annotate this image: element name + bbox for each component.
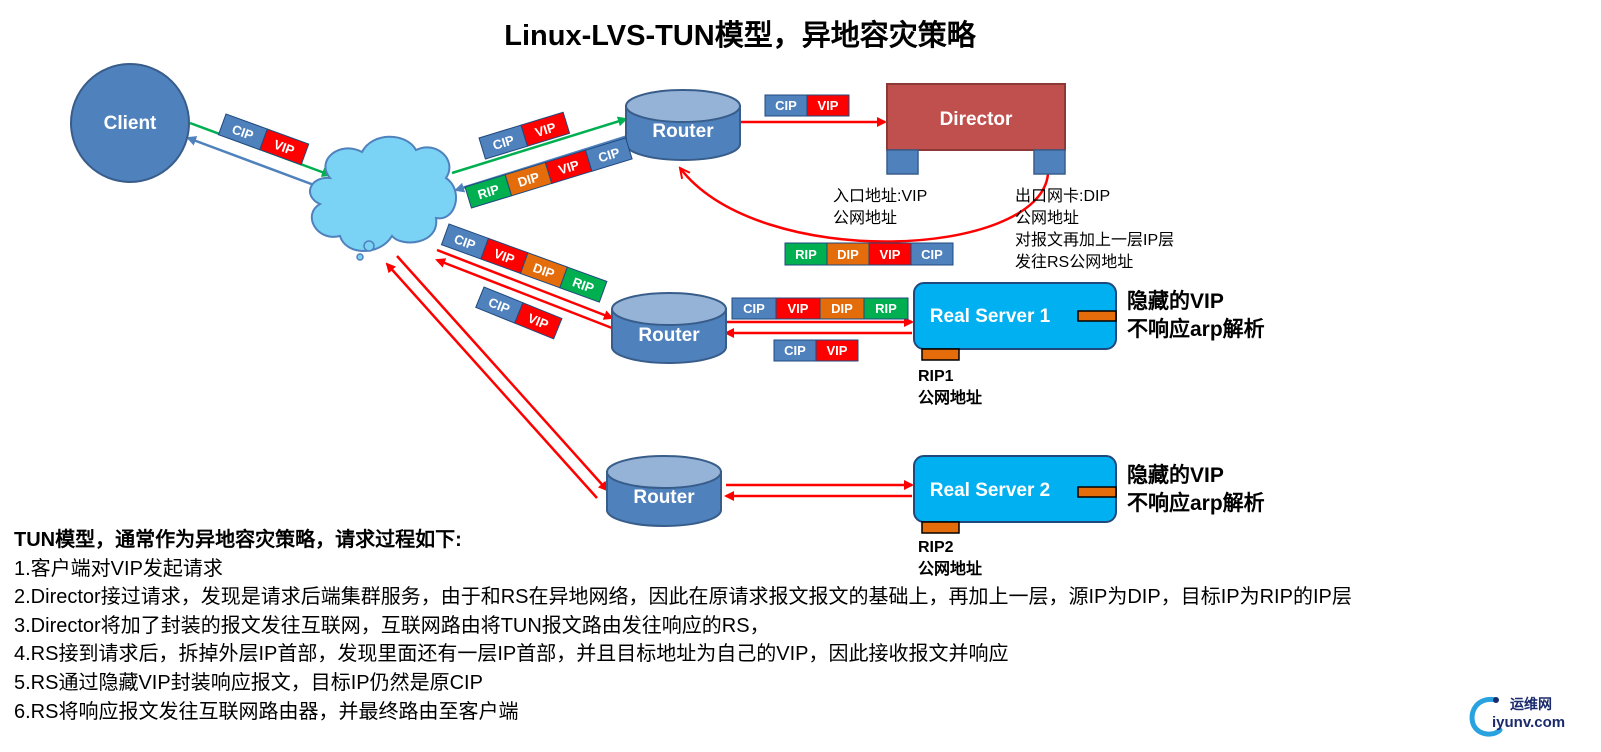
internet-cloud: [308, 135, 457, 261]
svg-text:CIP: CIP: [784, 343, 806, 358]
rip1-line2: 公网地址: [918, 390, 983, 407]
svg-text:VIP: VIP: [818, 98, 839, 113]
svg-text:VIP: VIP: [557, 157, 582, 178]
step-3: 3.Director将加了封装的报文发往互联网，互联网路由将TUN报文路由发往响…: [14, 614, 770, 637]
rs2-router-to-internet-arrow: [385, 262, 598, 499]
svg-text:DIP: DIP: [831, 301, 853, 316]
packet-router1-to-rs1: CIP VIP DIP RIP: [731, 297, 909, 320]
director-out-note-line2: 公网地址: [1015, 210, 1080, 227]
svg-text:CIP: CIP: [452, 231, 478, 253]
svg-text:VIP: VIP: [492, 246, 517, 267]
packet-rs1-response-internet: CIP VIP: [475, 286, 563, 340]
step-6: 6.RS将响应报文发往互联网路由器，并最终路由至客户端: [14, 700, 519, 723]
rs1-rip-nic: [921, 348, 960, 361]
svg-text:CIP: CIP: [775, 98, 797, 113]
arrows: [186, 116, 1050, 501]
client-node: Client: [70, 63, 190, 183]
svg-text:CIP: CIP: [491, 132, 516, 153]
router-rs1: Router: [611, 292, 727, 364]
svg-text:DIP: DIP: [531, 260, 557, 282]
site-logo: 运维网 iyunv.com: [1466, 692, 1584, 738]
rs2-rip-nic: [921, 521, 960, 534]
director-out-note-line4: 发往RS公网地址: [1015, 254, 1134, 271]
rs2-label: Real Server 2: [930, 480, 1050, 501]
director-out-note-line3: 对报文再加上一层IP层: [1015, 232, 1175, 249]
svg-text:CIP: CIP: [596, 145, 621, 166]
director-in-nic: [886, 149, 919, 175]
svg-text:VIP: VIP: [533, 119, 558, 140]
rs1-side-note: 隐藏的VIP 不响应arp解析: [1127, 288, 1265, 344]
svg-text:RIP: RIP: [476, 181, 501, 202]
step-1: 1.客户端对VIP发起请求: [14, 557, 223, 580]
diagram-title: Linux-LVS-TUN模型，异地容灾策略: [504, 20, 976, 52]
director-node: Director: [886, 83, 1066, 175]
packet-rs1-response: CIP VIP: [773, 339, 859, 362]
svg-text:RIP: RIP: [875, 301, 897, 316]
rs1-label: Real Server 1: [930, 306, 1051, 327]
packet-director-out: RIP DIP VIP CIP: [784, 242, 954, 266]
real-server-2: Real Server 2: [913, 455, 1117, 534]
internet-to-client-arrow: [186, 136, 323, 190]
rs1-side-line2: 不响应arp解析: [1127, 318, 1265, 341]
svg-text:RIP: RIP: [570, 274, 596, 296]
svg-text:DIP: DIP: [516, 169, 541, 190]
internet-to-router-arrow: [451, 116, 628, 175]
step-4: 4.RS接到请求后，拆掉外层IP首部，发现里面还有一层IP首部，并且目标地址为自…: [14, 643, 1009, 666]
rs2-vip-nic: [1077, 486, 1117, 498]
svg-text:CIP: CIP: [230, 122, 256, 144]
director-out-note: 出口网卡:DIP 公网地址 对报文再加上一层IP层 发往RS公网地址: [1015, 186, 1174, 274]
step-5: 5.RS通过隐藏VIP封装响应报文，目标IP仍然是原CIP: [14, 671, 483, 694]
svg-text:VIP: VIP: [272, 137, 297, 158]
packet-to-router-top: CIP VIP: [478, 111, 571, 160]
rip1-note: RIP1 公网地址: [918, 366, 982, 410]
rip2-line1: RIP2: [918, 539, 954, 556]
rip2-note: RIP2 公网地址: [918, 537, 982, 581]
svg-text:VIP: VIP: [788, 301, 809, 316]
svg-text:VIP: VIP: [880, 247, 901, 262]
svg-text:VIP: VIP: [526, 310, 551, 332]
logo-swirl-icon: [1469, 696, 1503, 737]
router-rs1-label: Router: [638, 325, 700, 346]
director-out-note-line1: 出口网卡:DIP: [1015, 188, 1111, 205]
director-in-note-line2: 公网地址: [833, 210, 898, 227]
rs2-side-note: 隐藏的VIP 不响应arp解析: [1127, 462, 1265, 518]
director-in-note-line1: 入口地址:VIP: [833, 188, 928, 205]
director-label: Director: [940, 109, 1013, 130]
svg-text:VIP: VIP: [827, 343, 848, 358]
packet-client-out: CIP VIP: [217, 113, 310, 166]
router-rs2: Router: [606, 455, 722, 527]
real-server-1: Real Server 1: [913, 282, 1117, 361]
director-out-nic: [1033, 149, 1066, 175]
internet-to-rs1-router-arrow: [436, 248, 614, 320]
svg-text:DIP: DIP: [837, 247, 859, 262]
packet-router-to-director: CIP VIP: [764, 94, 850, 117]
svg-text:RIP: RIP: [795, 247, 817, 262]
internet-to-rs2-router-arrow: [396, 255, 609, 492]
director-in-note: 入口地址:VIP 公网地址: [833, 186, 927, 230]
logo-line2: iyunv.com: [1492, 714, 1566, 731]
rs1-vip-nic: [1077, 310, 1117, 322]
router-rs2-label: Router: [633, 487, 695, 508]
router-top-label: Router: [652, 121, 714, 142]
logo-line1: 运维网: [1510, 696, 1552, 712]
step-2: 2.Director接过请求，发现是请求后端集群服务，由于和RS在异地网络，因此…: [14, 586, 1352, 609]
rip1-line1: RIP1: [918, 368, 954, 385]
rs2-side-line1: 隐藏的VIP: [1127, 464, 1224, 487]
process-steps: TUN模型，通常作为异地容灾策略，请求过程如下: 1.客户端对VIP发起请求 2…: [14, 526, 1594, 726]
client-label: Client: [104, 113, 157, 134]
rs1-router-to-internet-arrow: [435, 258, 613, 330]
rs1-side-line1: 隐藏的VIP: [1127, 290, 1224, 313]
rs2-side-line2: 不响应arp解析: [1127, 492, 1265, 515]
router-top: Router: [625, 89, 741, 161]
packet-tunnel-to-rs1-router: CIP VIP DIP RIP: [440, 223, 608, 303]
steps-heading: TUN模型，通常作为异地容灾策略，请求过程如下:: [14, 529, 462, 551]
director-to-router-arrow: [680, 168, 1050, 243]
packet-tunnel-from-router: RIP DIP VIP CIP: [464, 137, 633, 209]
rip2-line2: 公网地址: [918, 561, 983, 578]
svg-text:CIP: CIP: [743, 301, 765, 316]
svg-text:CIP: CIP: [921, 247, 943, 262]
